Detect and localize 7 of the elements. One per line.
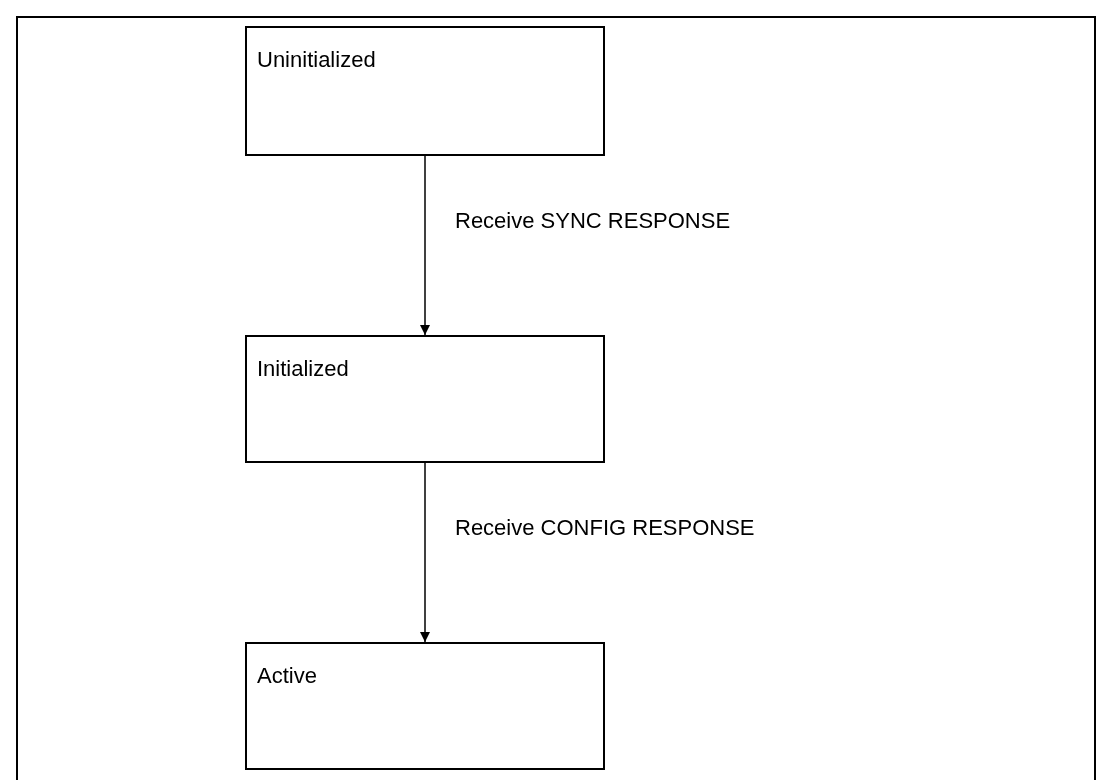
edge-label: Receive SYNC RESPONSE: [455, 209, 731, 232]
arrow: [420, 462, 430, 643]
edge-label: Receive CONFIG RESPONSE: [455, 516, 755, 539]
state-box: Active: [245, 642, 605, 770]
state-box: Initialized: [245, 335, 605, 463]
state-box: Uninitialized: [245, 26, 605, 156]
arrow: [420, 155, 430, 336]
